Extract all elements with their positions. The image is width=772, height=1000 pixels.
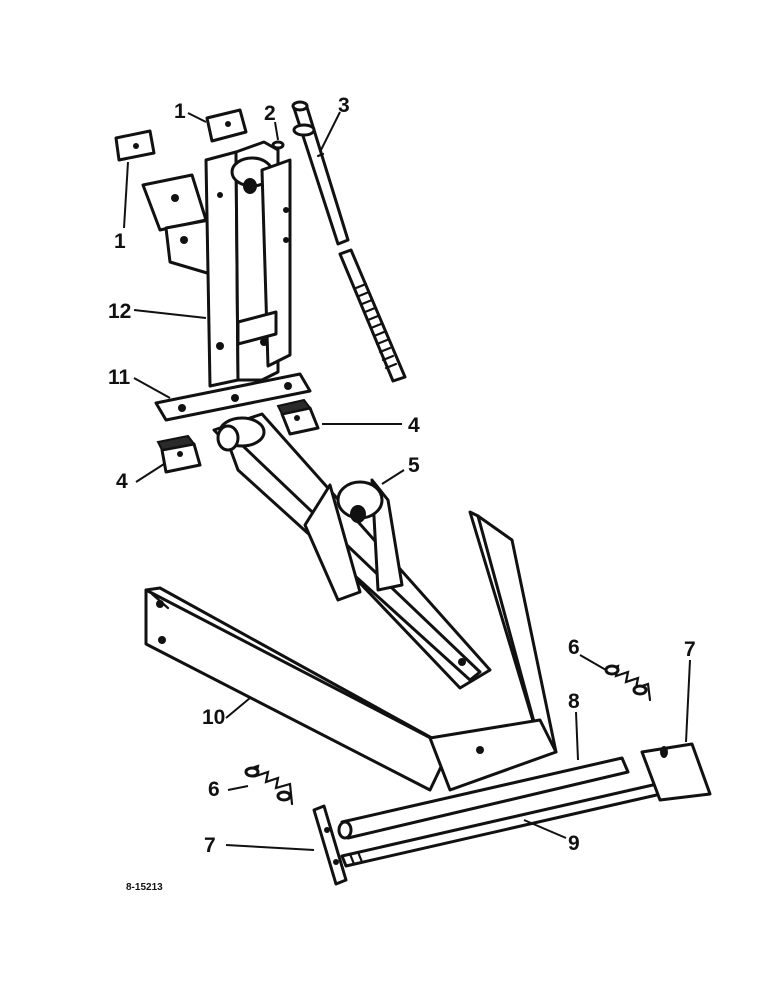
callout-12: 12 bbox=[108, 300, 131, 323]
spacer-block-right bbox=[276, 398, 320, 436]
washer-plate-upper bbox=[205, 108, 248, 143]
clip-bracket-right bbox=[640, 742, 712, 802]
center-arm bbox=[212, 412, 492, 690]
callout-9: 9 bbox=[568, 832, 580, 855]
callout-5: 5 bbox=[408, 454, 420, 477]
callout-7-right: 7 bbox=[684, 638, 696, 661]
washer-plate-left bbox=[114, 129, 156, 162]
callout-3: 3 bbox=[338, 94, 350, 117]
callout-10: 10 bbox=[202, 706, 225, 729]
flat-plate bbox=[154, 372, 312, 422]
chain-right bbox=[604, 664, 652, 702]
plain-rod bbox=[337, 756, 630, 840]
callout-4-left: 4 bbox=[116, 470, 128, 493]
leader-lines bbox=[123, 111, 691, 851]
callout-labels: 1 1 2 3 12 11 4 4 5 6 7 10 8 6 7 9 bbox=[108, 94, 696, 857]
callout-6-left: 6 bbox=[208, 778, 220, 801]
callout-7-left: 7 bbox=[204, 834, 216, 857]
callout-6-right: 6 bbox=[568, 636, 580, 659]
main-frame bbox=[144, 510, 558, 792]
adjusting-rod bbox=[291, 100, 407, 383]
callout-8: 8 bbox=[568, 690, 580, 713]
callout-11: 11 bbox=[108, 366, 131, 389]
vertical-bracket bbox=[141, 140, 292, 388]
spacer-block-left bbox=[156, 434, 202, 474]
callout-1-upper: 1 bbox=[174, 100, 186, 123]
figure-id: 8-15213 bbox=[126, 882, 163, 893]
chain-left bbox=[244, 764, 294, 806]
callout-2: 2 bbox=[264, 102, 276, 125]
pin bbox=[271, 140, 285, 150]
callout-1-lower: 1 bbox=[114, 230, 126, 253]
callout-4-right: 4 bbox=[408, 414, 420, 437]
clip-bracket-left bbox=[312, 804, 348, 886]
